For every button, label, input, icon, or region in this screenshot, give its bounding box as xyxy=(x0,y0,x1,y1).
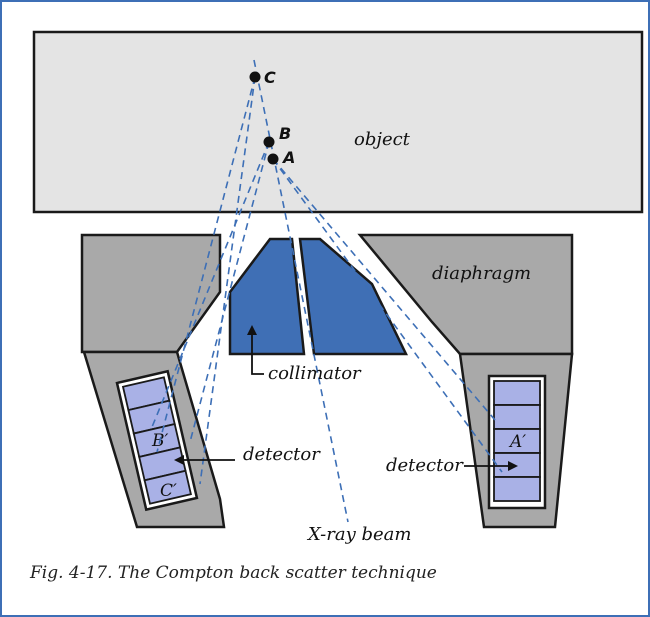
arrow-head-icon xyxy=(247,325,257,335)
detector-cell xyxy=(143,469,192,505)
collimator-right-block xyxy=(298,237,408,356)
detector-left-label: detector xyxy=(243,444,321,465)
scatter-line-c xyxy=(156,76,256,453)
diaphragm-label: diaphragm xyxy=(432,263,531,284)
collimator-pointer xyxy=(251,332,264,375)
collimator-label: collimator xyxy=(268,363,362,384)
point-label-a: A xyxy=(281,148,295,167)
detector-cell xyxy=(493,476,541,502)
object-label: object xyxy=(354,129,411,150)
scatter-line-a xyxy=(272,158,503,473)
scatter-line-a xyxy=(272,158,496,421)
scatter-line-b xyxy=(151,141,270,428)
detector-right xyxy=(487,374,547,510)
scatter-line-b xyxy=(189,141,270,443)
detector-cell xyxy=(493,452,541,478)
point-a xyxy=(267,153,279,165)
object-block xyxy=(32,30,644,214)
detector-cell xyxy=(493,404,541,430)
cell-label-a-prime: A′ xyxy=(508,432,526,452)
point-label-c: C xyxy=(264,68,276,87)
scatter-line-c xyxy=(199,76,256,485)
detector-right-label: detector xyxy=(386,455,464,476)
arrow-head-icon xyxy=(174,455,184,465)
point-label-b: B xyxy=(279,124,291,143)
diaphragm-left xyxy=(80,233,222,354)
point-b xyxy=(263,136,275,148)
arrow-head-icon xyxy=(508,461,518,471)
detector-cell xyxy=(493,380,541,406)
detector-left xyxy=(115,369,199,512)
collimator-left-block xyxy=(228,237,306,356)
figure-caption: Fig. 4-17. The Compton back scatter tech… xyxy=(30,563,437,583)
xray-beam-label: X-ray beam xyxy=(306,524,411,545)
cell-label-c-prime: C′ xyxy=(160,481,177,501)
point-c xyxy=(249,71,261,83)
